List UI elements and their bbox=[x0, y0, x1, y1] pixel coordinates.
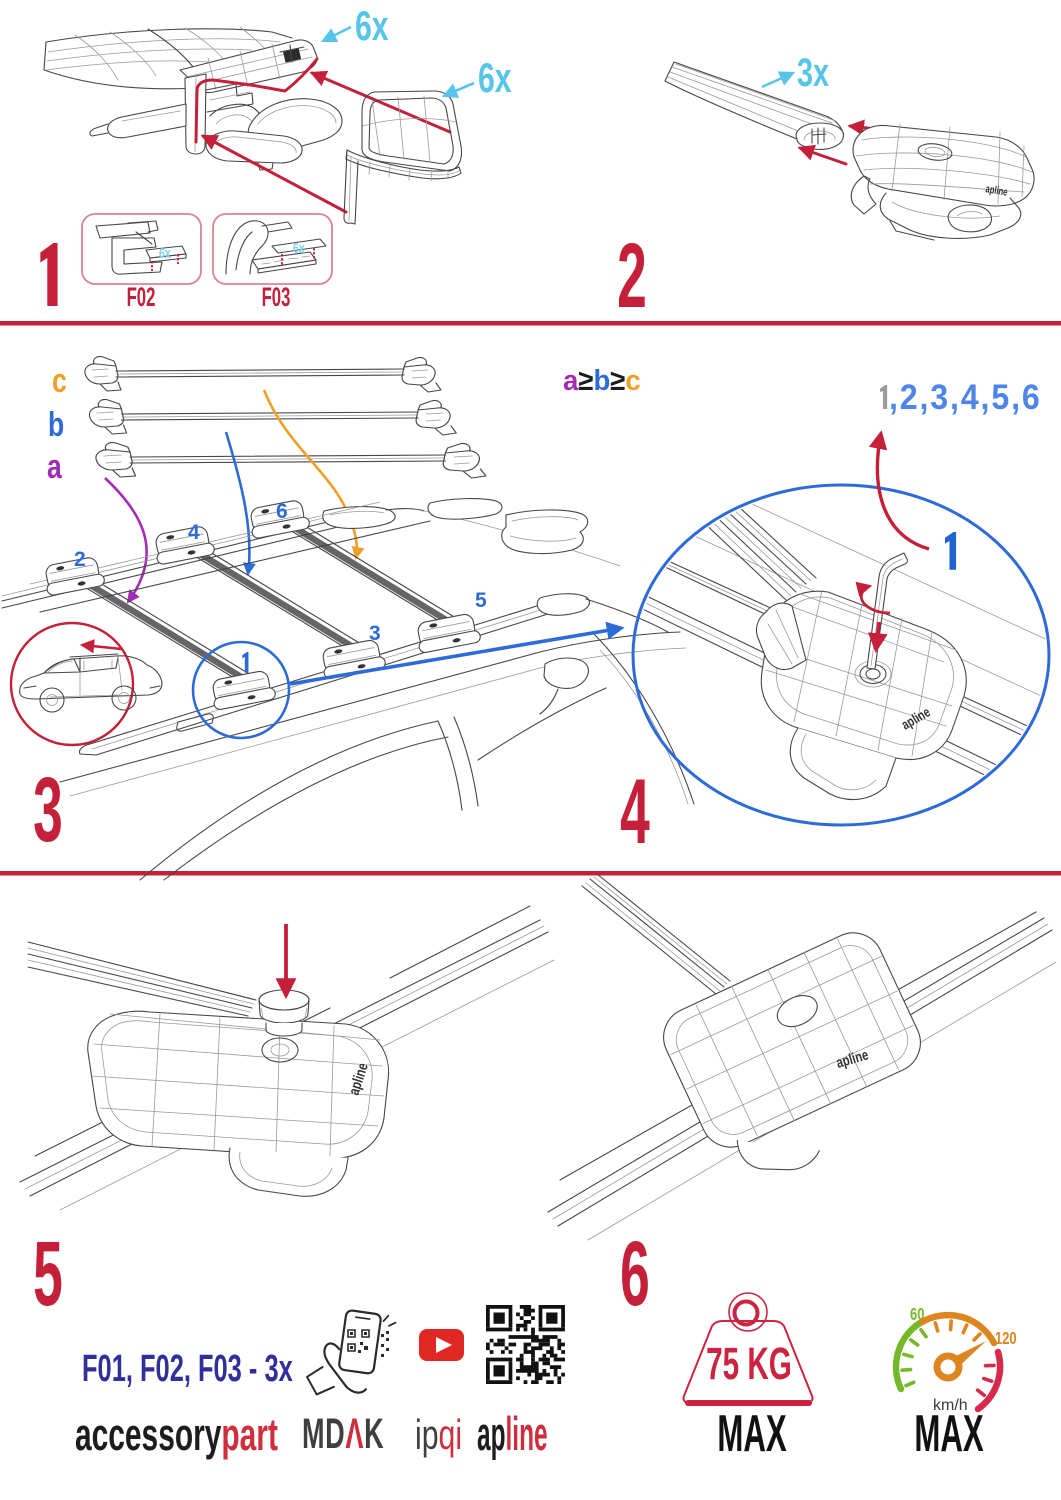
svg-text:ipqi: ipqi bbox=[415, 1411, 462, 1458]
svg-text:75 KG: 75 KG bbox=[706, 1339, 792, 1390]
svg-text:60: 60 bbox=[910, 1305, 925, 1325]
svg-text:3x: 3x bbox=[797, 50, 830, 95]
svg-text:6x: 6x bbox=[293, 239, 305, 256]
svg-text:MDΛK: MDΛK bbox=[302, 1409, 384, 1458]
svg-text:a: a bbox=[47, 448, 63, 486]
svg-text:accessorypart: accessorypart bbox=[75, 1410, 278, 1461]
svg-text:,2,3,4,5,6: ,2,3,4,5,6 bbox=[889, 379, 1042, 418]
svg-text:3: 3 bbox=[33, 758, 63, 861]
svg-text:F02: F02 bbox=[127, 282, 156, 312]
svg-text:4: 4 bbox=[188, 521, 200, 544]
svg-text:4: 4 bbox=[620, 760, 650, 863]
svg-text:5: 5 bbox=[33, 1222, 63, 1325]
svg-text:MAX: MAX bbox=[717, 1405, 787, 1463]
svg-text:a≥b≥c: a≥b≥c bbox=[563, 363, 641, 396]
svg-text:6: 6 bbox=[276, 500, 288, 523]
svg-text:F03: F03 bbox=[262, 282, 291, 312]
svg-text:6: 6 bbox=[620, 1222, 650, 1325]
svg-text:apline: apline bbox=[984, 183, 1008, 199]
svg-text:b: b bbox=[48, 406, 64, 444]
svg-text:apline: apline bbox=[477, 1407, 548, 1460]
svg-text:km/h: km/h bbox=[933, 1397, 968, 1414]
svg-text:2: 2 bbox=[74, 548, 86, 571]
svg-text:F01, F02, F03 - 3x: F01, F02, F03 - 3x bbox=[82, 1347, 293, 1389]
svg-text:c: c bbox=[52, 362, 67, 400]
svg-text:6x: 6x bbox=[478, 54, 512, 101]
svg-text:6x: 6x bbox=[159, 244, 171, 261]
svg-text:5: 5 bbox=[475, 589, 487, 612]
svg-text:2: 2 bbox=[617, 224, 647, 327]
svg-text:120: 120 bbox=[995, 1329, 1017, 1349]
svg-text:3: 3 bbox=[369, 622, 381, 645]
svg-text:MAX: MAX bbox=[914, 1405, 984, 1463]
svg-text:6x: 6x bbox=[355, 2, 389, 49]
